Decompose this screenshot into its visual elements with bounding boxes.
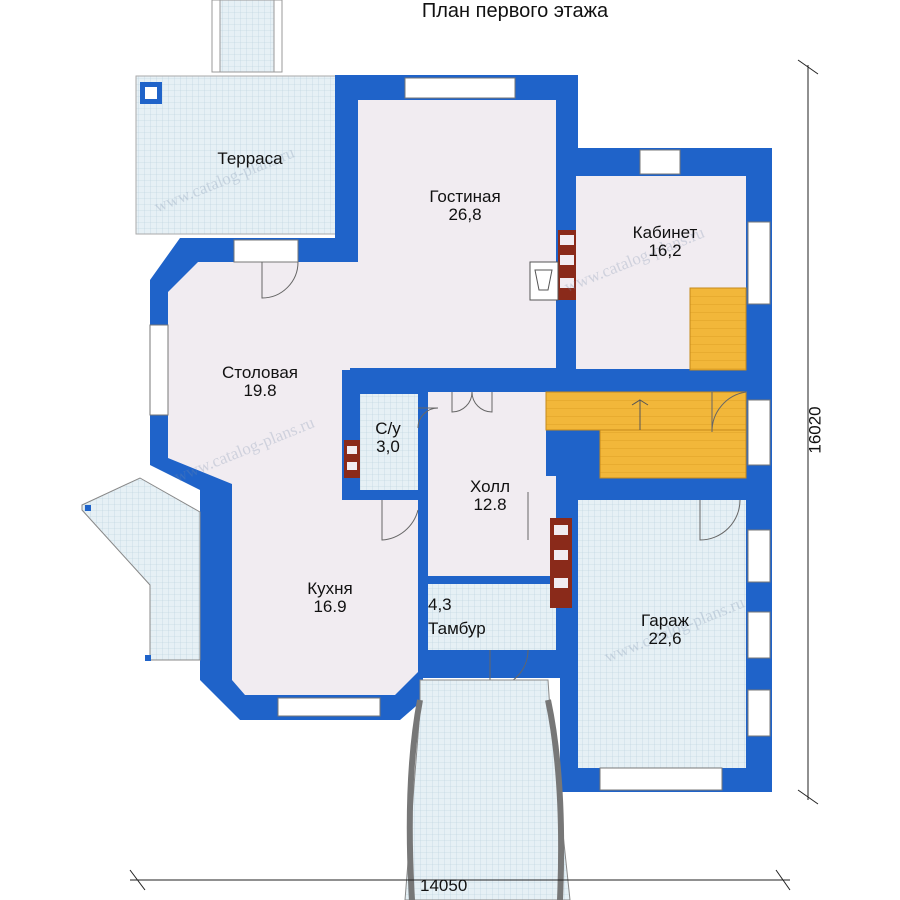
windows (149, 77, 771, 791)
stove-hall (550, 518, 572, 608)
room-label-terrace: Терраса (190, 150, 310, 168)
room-label-dining: Столовая 19.8 (200, 364, 320, 400)
height-dimension: 16020 (805, 406, 825, 454)
fireplace (529, 230, 576, 301)
room-area: 26,8 (448, 204, 482, 224)
terrace-area (135, 75, 337, 235)
room-label-living: Гостиная 26,8 (405, 188, 525, 224)
room-name: Кухня (307, 579, 353, 598)
dimension-lines (129, 59, 819, 891)
room-name: С/у (375, 419, 401, 438)
room-label-garage: Гараж 22,6 (605, 612, 725, 648)
room-area: 22,6 (648, 628, 682, 648)
doors (261, 261, 747, 689)
side-entrance-stairs (81, 477, 201, 661)
room-area: 19.8 (243, 380, 277, 400)
stove-wc (344, 440, 360, 478)
room-label-kitchen: Кухня 16.9 (270, 580, 390, 616)
room-area: 3,0 (376, 436, 400, 456)
room-name: Терраса (217, 149, 283, 168)
room-name: Тамбур (428, 618, 486, 638)
room-name: Столовая (221, 363, 299, 382)
room-label-hall: Холл 12.8 (440, 478, 540, 514)
top-entrance-stairs (211, 0, 283, 73)
interior-stairs (545, 287, 747, 479)
room-name: Гараж (641, 611, 689, 630)
room-label-wc: С/у 3,0 (360, 420, 416, 456)
room-area: 16.9 (313, 596, 347, 616)
room-label-vestibule: 4,3 Тамбур (428, 596, 522, 638)
dining-kitchen-floor (168, 262, 418, 695)
room-floors (168, 100, 746, 768)
room-area: 12.8 (473, 494, 507, 514)
garage-floor (578, 500, 746, 768)
plan-title: План первого этажа (421, 0, 609, 22)
width-dimension: 14050 (420, 876, 468, 895)
room-name: Кабинет (632, 223, 698, 242)
room-name: Гостиная (429, 187, 501, 206)
room-area: 16,2 (648, 240, 682, 260)
vestibule-floor (428, 584, 556, 650)
living-room-floor (350, 100, 556, 368)
hall-floor (428, 392, 560, 580)
front-entrance-stairs (404, 679, 571, 900)
wc-floor (360, 394, 418, 490)
room-label-study: Кабинет 16,2 (605, 224, 725, 260)
room-name: Холл (469, 477, 511, 496)
room-area: 4,3 (428, 595, 452, 614)
